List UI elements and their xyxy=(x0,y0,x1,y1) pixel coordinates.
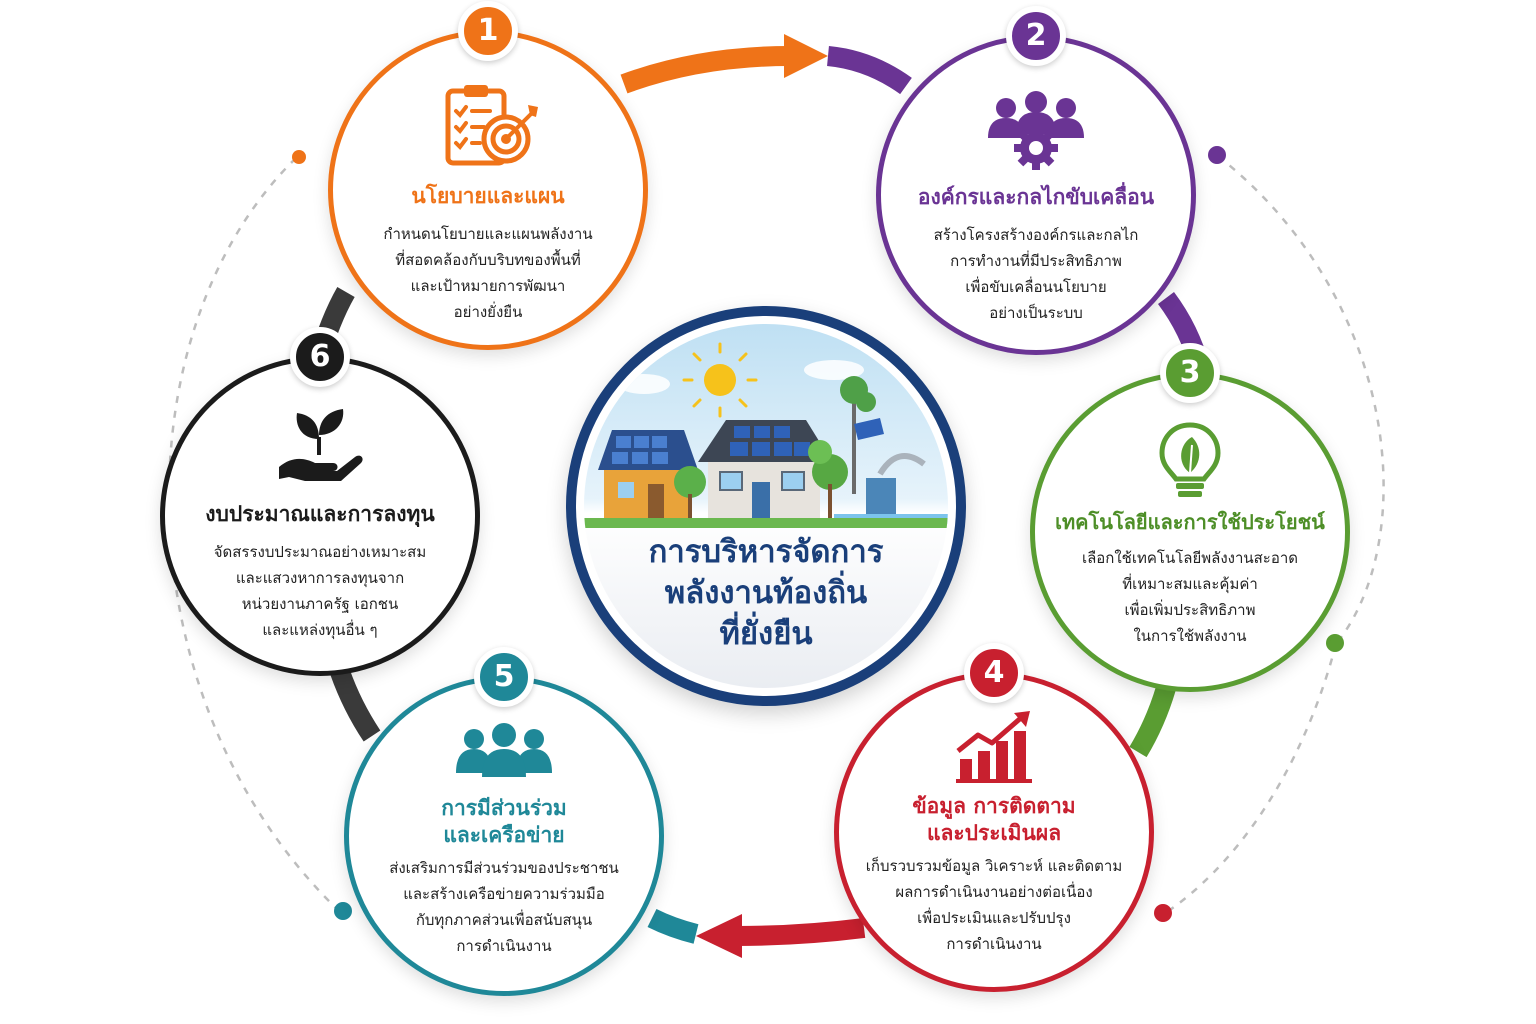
connector-5-to-6 xyxy=(330,668,381,742)
title-line: ข้อมูล การติดตาม xyxy=(912,794,1076,818)
step-title: เทคโนโลยีและการใช้ประโยชน์ xyxy=(1055,510,1325,534)
ring-dot-teal xyxy=(334,902,352,920)
step-title: การมีส่วนร่วม และเครือข่าย xyxy=(361,795,647,849)
description-line: การดำเนินงาน xyxy=(946,935,1042,953)
clipboard-target-icon xyxy=(445,85,538,166)
title-line: และเครือข่าย xyxy=(443,823,565,847)
ring-dot-orange xyxy=(292,150,306,164)
step-description: จัดสรรงบประมาณอย่างเหมาะสม และแสวงหาการล… xyxy=(193,539,447,643)
center-title-line: พลังงานท้องถิ่น xyxy=(664,575,868,611)
step-number-badge: 3 xyxy=(1160,343,1220,403)
description-line: กับทุกภาคส่วนเพื่อสนับสนุน xyxy=(415,911,593,929)
step-description: เก็บรวบรวมข้อมูล วิเคราะห์ และติดตาม ผลก… xyxy=(855,853,1133,957)
center-hub: การบริหารจัดการ พลังงานท้องถิ่น ที่ยั่งย… xyxy=(566,306,966,706)
step-number-badge: 6 xyxy=(290,327,350,387)
ring-dot-green xyxy=(1326,634,1344,652)
arrow-1-to-2-head xyxy=(784,34,828,78)
step-2-organization-mechanism: 2 องค์กรและกลไกขับเคลื่อน สร้างโครงสร้าง… xyxy=(876,6,1196,355)
dashed-ring-right xyxy=(1217,155,1385,645)
arrow-4-to-5-red xyxy=(735,918,866,946)
bar-chart-arrow-icon xyxy=(956,711,1032,783)
description-line: เก็บรวบรวมข้อมูล วิเคราะห์ และติดตาม xyxy=(865,857,1123,875)
step-title: องค์กรและกลไกขับเคลื่อน xyxy=(917,185,1155,209)
hand-plant-icon xyxy=(279,409,363,481)
description-line: และสร้างเครือข่ายความร่วมมือ xyxy=(403,885,605,903)
step-3-technology-utilization: 3 เทคโนโลยีและการใช้ประโยชน์ เลือกใช้เทค… xyxy=(1030,343,1350,692)
step-number-badge: 1 xyxy=(458,1,518,61)
title-line: การมีส่วนร่วม xyxy=(441,796,567,820)
description-line: การทำงานที่มีประสิทธิภาพ xyxy=(950,252,1122,270)
solar-house-scene-icon xyxy=(584,342,948,528)
step-description: ส่งเสริมการมีส่วนร่วมของประชาชน และสร้าง… xyxy=(367,855,641,959)
arrow-4-to-5-head xyxy=(696,914,742,958)
center-title: การบริหารจัดการ พลังงานท้องถิ่น ที่ยั่งย… xyxy=(584,532,948,655)
step-1-policy-plan: 1 นโยบายและแผน กำหนดนโยบายและแผนพลังงาน … xyxy=(328,1,648,350)
ring-dot-red xyxy=(1154,904,1172,922)
description-line: เพื่อขับเคลื่อนนโยบาย xyxy=(965,278,1107,296)
arrow-4-to-5-teal xyxy=(647,909,699,944)
step-number-badge: 4 xyxy=(964,643,1024,703)
description-line: ที่สอดคล้องกับบริบทของพื้นที่ xyxy=(395,251,581,269)
arrow-1-to-2-orange xyxy=(620,46,791,94)
people-group-icon xyxy=(456,723,552,777)
title-line: และประเมินผล xyxy=(926,821,1062,845)
description-line: กำหนดนโยบายและแผนพลังงาน xyxy=(383,225,593,243)
description-line: เพื่อเพิ่มประสิทธิภาพ xyxy=(1124,601,1256,619)
description-line: สร้างโครงสร้างองค์กรและกลไก xyxy=(933,226,1139,244)
ring-dot-purple xyxy=(1208,146,1226,164)
people-gear-icon xyxy=(988,91,1084,170)
description-line: ที่เหมาะสมและคุ้มค่า xyxy=(1122,575,1258,593)
step-5-participation-network: 5 การมีส่วนร่วม และเครือข่าย ส่งเสริมการ… xyxy=(344,647,664,996)
dashed-ring-lower-right xyxy=(1163,643,1338,916)
description-line: อย่างยั่งยืน xyxy=(453,303,523,321)
step-title: ข้อมูล การติดตาม และประเมินผล xyxy=(851,793,1137,847)
description-line: ในการใช้พลังงาน xyxy=(1133,627,1247,645)
step-description: กำหนดนโยบายและแผนพลังงาน ที่สอดคล้องกับบ… xyxy=(361,221,615,325)
step-number-badge: 2 xyxy=(1006,6,1066,66)
step-description: เลือกใช้เทคโนโลยีพลังงานสะอาด ที่เหมาะสม… xyxy=(1063,545,1317,649)
center-title-line: ที่ยั่งยืน xyxy=(719,616,813,652)
description-line: จัดสรรงบประมาณอย่างเหมาะสม xyxy=(213,543,427,561)
lightbulb-leaf-icon xyxy=(1159,422,1221,497)
center-title-line: การบริหารจัดการ xyxy=(648,534,884,570)
description-line: เลือกใช้เทคโนโลยีพลังงานสะอาด xyxy=(1081,549,1299,567)
description-line: เพื่อประเมินและปรับปรุง xyxy=(917,909,1071,927)
description-line: ส่งเสริมการมีส่วนร่วมของประชาชน xyxy=(389,859,619,877)
description-line: อย่างเป็นระบบ xyxy=(989,304,1083,322)
description-line: หน่วยงานภาครัฐ เอกชน xyxy=(241,595,399,613)
description-line: และเป้าหมายการพัฒนา xyxy=(410,277,566,295)
step-6-budget-investment: 6 งบประมาณและการลงทุน จัดสรรงบประมาณอย่า… xyxy=(160,327,480,676)
description-line: ผลการดำเนินงานอย่างต่อเนื่อง xyxy=(895,883,1093,901)
connector-3-to-4 xyxy=(1129,685,1176,758)
step-4-data-monitoring: 4 ข้อมูล การติดตาม และประเมินผล เก็บรวบร… xyxy=(834,643,1154,992)
center-hub-inner: การบริหารจัดการ พลังงานท้องถิ่น ที่ยั่งย… xyxy=(584,324,948,688)
description-line: และแสวงหาการลงทุนจาก xyxy=(235,569,405,587)
arrow-1-to-2-purple xyxy=(826,46,912,95)
step-description: สร้างโครงสร้างองค์กรและกลไก การทำงานที่ม… xyxy=(909,222,1163,326)
description-line: และแหล่งทุนอื่น ๆ xyxy=(262,621,378,639)
step-title: งบประมาณและการลงทุน xyxy=(205,502,435,526)
description-line: การดำเนินงาน xyxy=(456,937,552,955)
step-title: นโยบายและแผน xyxy=(411,184,565,208)
step-number-badge: 5 xyxy=(474,647,534,707)
